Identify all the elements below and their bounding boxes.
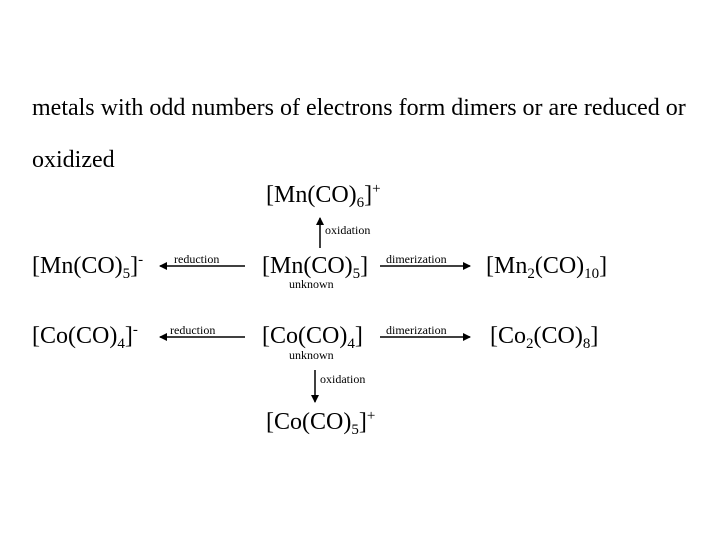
co-radical-formula: [Co(CO)4] — [262, 323, 363, 352]
co-dimer-formula: [Co2(CO)8] — [490, 323, 599, 352]
co-anion-formula: [Co(CO)4]- — [32, 322, 138, 352]
co-unknown-label: unknown — [289, 348, 334, 362]
mn-reduction-label: reduction — [174, 252, 220, 266]
co-oxidation-label: oxidation — [320, 372, 366, 386]
mn-cation-formula: [Mn(CO)6]+ — [266, 181, 381, 211]
mn-oxidation-label: oxidation — [325, 223, 371, 237]
co-reduction-label: reduction — [170, 323, 216, 337]
intro-text: metals with odd numbers of electrons for… — [32, 95, 686, 173]
co-dimerization-label: dimerization — [386, 323, 447, 337]
mn-anion-formula: [Mn(CO)5]- — [32, 252, 144, 282]
mn-radical-formula: [Mn(CO)5] — [262, 253, 369, 282]
mn-unknown-label: unknown — [289, 277, 334, 291]
co-cation-formula: [Co(CO)5]+ — [266, 408, 376, 438]
mn-dimerization-label: dimerization — [386, 252, 447, 266]
mn-dimer-formula: [Mn2(CO)10] — [486, 253, 608, 282]
